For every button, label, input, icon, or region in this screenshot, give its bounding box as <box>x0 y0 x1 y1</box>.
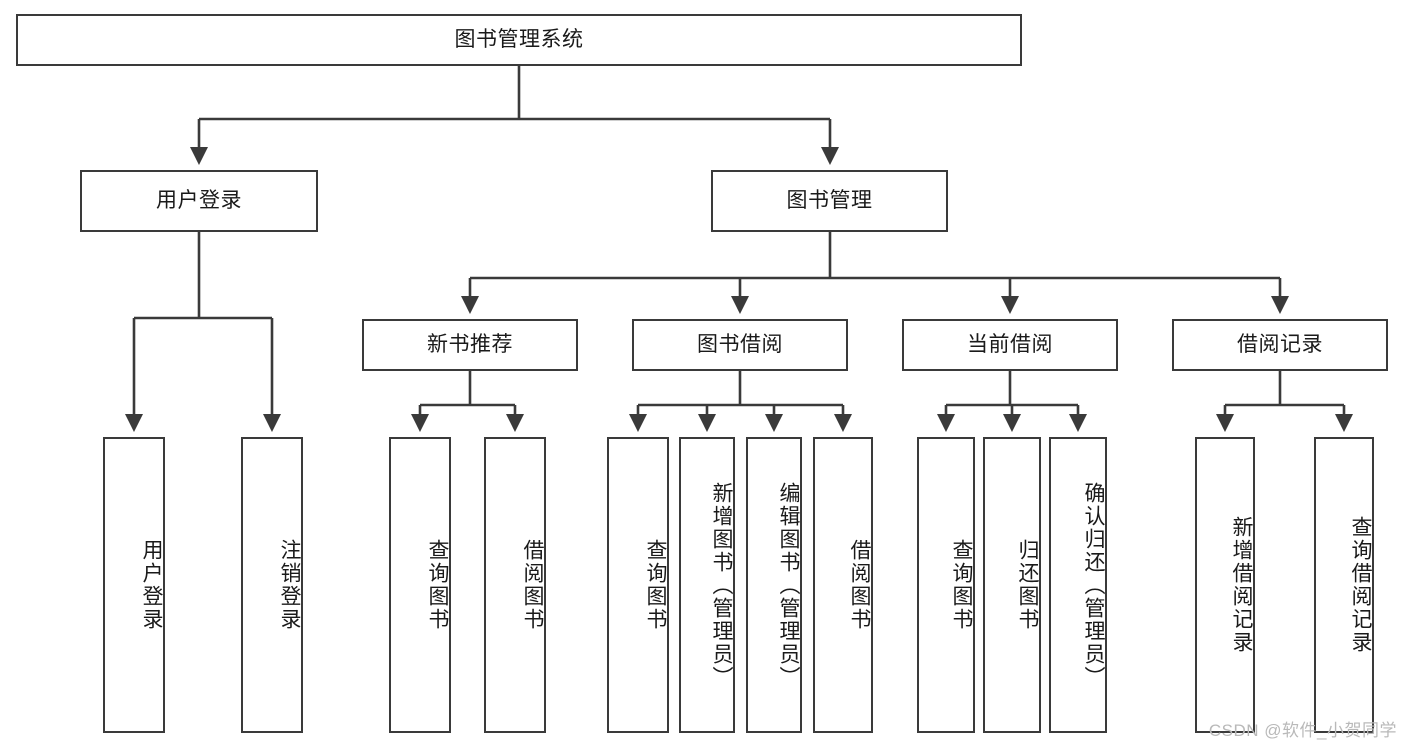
node-current-borrow[interactable]: 当前借阅 <box>902 319 1118 371</box>
node-label: 图书管理 <box>786 188 873 212</box>
node-leaf-query-borrow-record[interactable]: 查询借阅记录 <box>1314 437 1374 733</box>
node-leaf-confirm-return-admin[interactable]: 确认归还（管理员） <box>1049 437 1107 733</box>
node-leaf-return-book[interactable]: 归还图书 <box>983 437 1041 733</box>
node-leaf-add-book-admin[interactable]: 新增图书（管理员） <box>679 437 735 733</box>
node-root[interactable]: 图书管理系统 <box>16 14 1022 66</box>
node-label: 图书管理系统 <box>454 27 584 51</box>
node-leaf-user-logout[interactable]: 注销登录 <box>241 437 303 733</box>
node-label: 确认归还（管理员） <box>1082 481 1105 689</box>
node-label: 借阅图书 <box>521 539 544 631</box>
node-book-borrow[interactable]: 图书借阅 <box>632 319 848 371</box>
node-label: 新书推荐 <box>427 332 513 356</box>
node-label: 借阅图书 <box>848 539 871 631</box>
node-label: 查询借阅记录 <box>1349 516 1372 654</box>
node-label: 用户登录 <box>140 539 163 631</box>
node-leaf-borrow-book[interactable]: 借阅图书 <box>813 437 873 733</box>
node-leaf-edit-book-admin[interactable]: 编辑图书（管理员） <box>746 437 802 733</box>
node-label: 当前借阅 <box>967 332 1053 356</box>
node-user-login[interactable]: 用户登录 <box>80 170 318 232</box>
node-label: 新增借阅记录 <box>1230 516 1253 654</box>
node-label: 借阅记录 <box>1237 332 1323 356</box>
node-leaf-add-borrow-record[interactable]: 新增借阅记录 <box>1195 437 1255 733</box>
watermark: CSDN @软件_小贺同学 <box>1208 721 1397 740</box>
node-label: 新增图书（管理员） <box>710 481 733 689</box>
node-leaf-query-book-cur[interactable]: 查询图书 <box>917 437 975 733</box>
node-borrow-record[interactable]: 借阅记录 <box>1172 319 1388 371</box>
node-leaf-query-book-borrow[interactable]: 查询图书 <box>607 437 669 733</box>
node-label: 查询图书 <box>426 539 449 631</box>
node-book-manage[interactable]: 图书管理 <box>711 170 948 232</box>
node-label: 用户登录 <box>156 188 242 212</box>
node-leaf-query-book-rec[interactable]: 查询图书 <box>389 437 451 733</box>
node-label: 注销登录 <box>278 539 301 631</box>
node-new-book-recommend[interactable]: 新书推荐 <box>362 319 578 371</box>
node-label: 查询图书 <box>644 539 667 631</box>
node-label: 图书借阅 <box>697 332 783 356</box>
node-label: 归还图书 <box>1016 539 1039 631</box>
node-label: 查询图书 <box>950 539 973 631</box>
node-label: 编辑图书（管理员） <box>777 481 800 689</box>
node-leaf-borrow-book-rec[interactable]: 借阅图书 <box>484 437 546 733</box>
node-leaf-user-login[interactable]: 用户登录 <box>103 437 165 733</box>
